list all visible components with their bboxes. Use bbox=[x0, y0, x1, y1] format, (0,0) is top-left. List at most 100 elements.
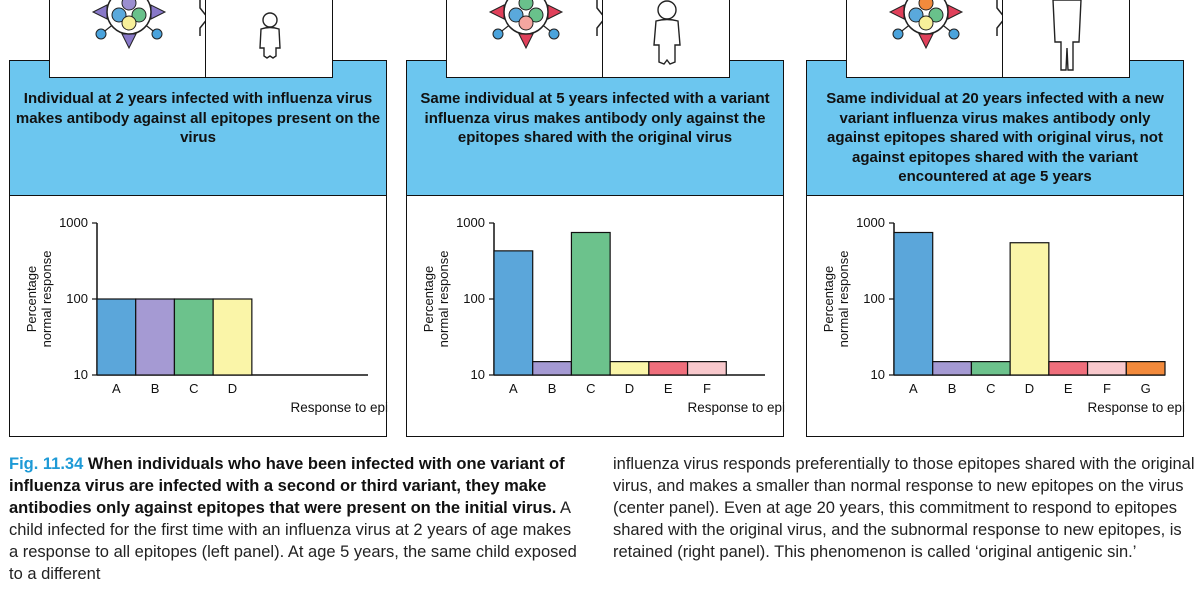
y-tick-label: 1000 bbox=[59, 215, 88, 230]
panel-age-20: Same individual at 20 years infected wit… bbox=[806, 0, 1200, 437]
panel-caption: Same individual at 20 years infected wit… bbox=[826, 90, 1164, 185]
panel-age-5: Same individual at 5 years infected with… bbox=[406, 0, 811, 437]
epitope bbox=[518, 0, 534, 11]
bar bbox=[173, 298, 214, 376]
epitope bbox=[131, 7, 147, 23]
figure-body-right: influenza virus responds preferentially … bbox=[613, 455, 1195, 561]
y-tick-label: 10 bbox=[74, 367, 88, 382]
spike bbox=[547, 4, 564, 20]
panel-caption: Same individual at 5 years infected with… bbox=[420, 90, 770, 146]
x-tick-label: B bbox=[948, 381, 957, 396]
y-axis-label: Percentagenormal response bbox=[24, 251, 54, 348]
child-icon bbox=[653, 0, 681, 65]
spike bbox=[91, 4, 108, 20]
bar bbox=[1048, 361, 1089, 376]
x-axis-label: Response to epitope bbox=[1087, 400, 1185, 415]
y-tick-label: 10 bbox=[871, 367, 885, 382]
spike bbox=[918, 33, 934, 50]
y-axis-label: Percentagenormal response bbox=[821, 251, 851, 348]
x-tick-label: E bbox=[664, 381, 673, 396]
child-icon bbox=[259, 12, 281, 59]
x-axis-label: Response to epitope bbox=[687, 400, 785, 415]
bar bbox=[532, 361, 573, 376]
virus-box bbox=[446, 0, 606, 78]
adult-icon bbox=[1052, 0, 1082, 71]
bar bbox=[893, 231, 934, 376]
caption-band bbox=[9, 60, 387, 196]
x-axis-label: Response to epitope bbox=[290, 400, 388, 415]
bar-chart: 1000 100 10A B C D E F G Response to epitope Perce… bbox=[821, 215, 1200, 415]
y-tick-label: 1000 bbox=[856, 215, 885, 230]
epitope bbox=[121, 15, 137, 31]
figure-title: When individuals who have been infected … bbox=[9, 455, 565, 517]
virus-box bbox=[49, 0, 209, 78]
y-tick-label: 100 bbox=[66, 291, 88, 306]
x-tick-label: G bbox=[1141, 381, 1151, 396]
knob bbox=[95, 28, 107, 40]
bar-chart: 1000 100 10A B C D Response to epitope Percenta… bbox=[24, 215, 414, 415]
x-tick-label: E bbox=[1064, 381, 1073, 396]
person-box bbox=[205, 0, 333, 78]
virus-icon bbox=[91, 0, 209, 50]
virus-icon bbox=[488, 0, 606, 50]
y-axis-label: Percentagenormal response bbox=[421, 251, 451, 348]
x-tick-label: A bbox=[509, 381, 518, 396]
x-tick-label: C bbox=[986, 381, 995, 396]
bar bbox=[686, 361, 727, 376]
x-tick-label: A bbox=[112, 381, 121, 396]
x-tick-label: F bbox=[703, 381, 711, 396]
knob bbox=[892, 28, 904, 40]
bar bbox=[1086, 361, 1127, 376]
knob bbox=[948, 28, 960, 40]
virus-box bbox=[846, 0, 1006, 78]
panel-age-2: Individual at 2 years infected with infl… bbox=[9, 0, 414, 437]
figure-caption-left: Fig. 11.34 When individuals who have bee… bbox=[9, 453, 584, 585]
figure-body-left: A child infected for the first time with… bbox=[9, 499, 577, 583]
epitope bbox=[121, 0, 137, 11]
bar bbox=[570, 231, 611, 376]
bar bbox=[493, 250, 534, 376]
y-tick-label: 1000 bbox=[456, 215, 485, 230]
x-tick-label: B bbox=[151, 381, 160, 396]
chart-box: 1000 100 10A B C D Response to epitope Percenta… bbox=[9, 196, 414, 437]
person-box bbox=[1002, 0, 1130, 78]
epitope bbox=[928, 7, 944, 23]
spike bbox=[947, 4, 964, 20]
x-tick-label: C bbox=[189, 381, 198, 396]
spike bbox=[121, 33, 137, 50]
x-tick-label: F bbox=[1103, 381, 1111, 396]
bar bbox=[932, 361, 973, 376]
figure-number: Fig. 11.34 bbox=[9, 455, 84, 473]
epitope bbox=[508, 7, 524, 23]
bar bbox=[1125, 361, 1166, 376]
x-tick-label: A bbox=[909, 381, 918, 396]
knob bbox=[151, 28, 163, 40]
x-tick-label: C bbox=[586, 381, 595, 396]
x-tick-label: D bbox=[228, 381, 237, 396]
bar bbox=[1009, 242, 1050, 376]
x-tick-label: D bbox=[625, 381, 634, 396]
y-tick-label: 100 bbox=[863, 291, 885, 306]
epitope bbox=[528, 7, 544, 23]
knob bbox=[548, 28, 560, 40]
bar bbox=[135, 298, 176, 376]
epitope bbox=[918, 0, 934, 11]
panel-caption: Individual at 2 years infected with infl… bbox=[15, 90, 381, 146]
spike bbox=[888, 4, 905, 20]
x-tick-label: B bbox=[548, 381, 557, 396]
knob bbox=[492, 28, 504, 40]
epitope bbox=[518, 15, 534, 31]
epitope bbox=[918, 15, 934, 31]
bar bbox=[212, 298, 253, 376]
x-tick-label: D bbox=[1025, 381, 1034, 396]
bar bbox=[970, 361, 1011, 376]
y-tick-label: 100 bbox=[463, 291, 485, 306]
spike bbox=[518, 33, 534, 50]
spike bbox=[488, 4, 505, 20]
chart-box: 1000 100 10A B C D E F G Response to epitope Perce… bbox=[806, 196, 1200, 437]
bar bbox=[609, 361, 650, 376]
epitope bbox=[908, 7, 924, 23]
spike bbox=[150, 4, 167, 20]
bar bbox=[648, 361, 689, 376]
